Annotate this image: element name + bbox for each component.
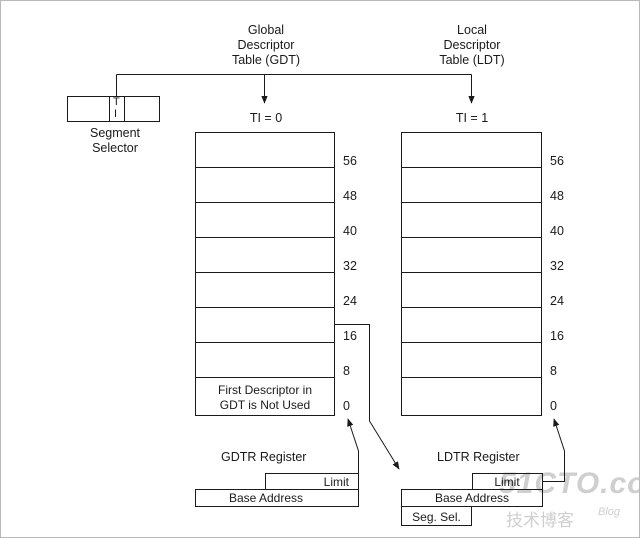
gdtr-to-gdt-arrow bbox=[347, 418, 359, 498]
ldtr-base-address-label: Base Address bbox=[434, 491, 510, 505]
gdt-offset-label: 56 bbox=[343, 154, 357, 168]
ldt-offset-label: 8 bbox=[550, 364, 557, 378]
gdt-to-ldtr-connector bbox=[335, 324, 400, 470]
gdt-title-line2: Descriptor bbox=[237, 38, 295, 52]
segment-selector-label-line1: Segment bbox=[89, 126, 141, 140]
gdtr-limit-label: Limit bbox=[323, 475, 349, 489]
ldt-ti-label: TI = 1 bbox=[455, 111, 489, 125]
gdt-offset-label: 48 bbox=[343, 189, 357, 203]
gdt-ti-label: TI = 0 bbox=[249, 111, 283, 125]
gdt-offset-label: 0 bbox=[343, 399, 350, 413]
segment-selector-box bbox=[67, 96, 160, 122]
watermark-site: 51CTO.com bbox=[499, 467, 639, 500]
gdt-title-line3: Table (GDT) bbox=[231, 53, 301, 67]
watermark-blog: Blog bbox=[598, 506, 621, 518]
ldt-offset-label: 0 bbox=[550, 399, 557, 413]
gdt-first-descriptor-line2: GDT is Not Used bbox=[219, 398, 311, 412]
ldt-offset-label: 56 bbox=[550, 154, 564, 168]
ldtr-seg-sel-field bbox=[401, 506, 472, 526]
gdt-offset-label: 40 bbox=[343, 224, 357, 238]
gdt-first-descriptor-line1: First Descriptor in bbox=[217, 383, 312, 397]
ldt-offset-label: 24 bbox=[550, 294, 564, 308]
ldt-title-line3: Table (LDT) bbox=[439, 53, 505, 67]
segment-selector-label-line2: Selector bbox=[92, 141, 138, 155]
gdt-offset-label: 8 bbox=[343, 364, 350, 378]
gdtr-base-address-label: Base Address bbox=[228, 491, 304, 505]
gdt-offset-label: 16 bbox=[343, 329, 357, 343]
watermark-tagline: 技术博客 bbox=[506, 511, 574, 530]
ldtr-to-ldt-arrow bbox=[542, 418, 565, 482]
gdt-offset-label: 32 bbox=[343, 259, 357, 273]
ldt-offset-label: 40 bbox=[550, 224, 564, 238]
gdt-title-line1: Global bbox=[247, 23, 285, 37]
ldtr-seg-sel-label: Seg. Sel. bbox=[412, 510, 461, 524]
gdt-offset-label: 24 bbox=[343, 294, 357, 308]
ldt-offset-label: 32 bbox=[550, 259, 564, 273]
gdtr-register-title: GDTR Register bbox=[221, 450, 307, 464]
ldt-offset-label: 16 bbox=[550, 329, 564, 343]
selector-t-letter: T bbox=[113, 96, 120, 108]
gdt-table bbox=[195, 132, 335, 416]
ldt-offset-label: 48 bbox=[550, 189, 564, 203]
ldtr-register-title: LDTR Register bbox=[437, 450, 520, 464]
selector-i-letter: I bbox=[114, 108, 118, 120]
ldt-title-line1: Local bbox=[457, 23, 487, 37]
ldt-title-line2: Descriptor bbox=[443, 38, 501, 52]
ldtr-limit-label: Limit bbox=[494, 475, 520, 489]
ldt-table bbox=[401, 132, 542, 416]
